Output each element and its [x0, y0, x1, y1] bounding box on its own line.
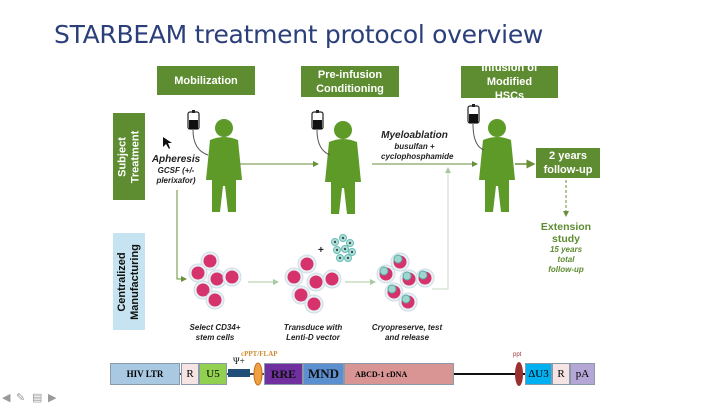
segment-u5: U5: [199, 363, 227, 385]
iv-bag-icon: [467, 103, 480, 124]
segment-mnd: MND: [303, 363, 344, 385]
stem-cells-icon: [188, 251, 242, 310]
iv-bag-icon: [311, 109, 324, 130]
arrow-right-icon[interactable]: ▶: [48, 392, 57, 404]
segment-du3: ΔU3: [525, 363, 552, 385]
segment-abcd1: ABCD-1 cDNA: [344, 363, 454, 385]
followup-box: 2 years follow-up: [536, 148, 600, 178]
row-subject-treatment: Subject Treatment: [113, 113, 145, 200]
segment-r2: R: [552, 363, 570, 385]
patient-figure-icon: [206, 119, 242, 212]
psi-label: Ψ+: [233, 356, 245, 366]
step-select: Select CD34+ stem cells: [189, 323, 241, 342]
ppt-element: [515, 362, 523, 386]
phase-preinfusion: Pre-infusion Conditioning: [301, 66, 399, 97]
pen-icon[interactable]: ✎: [16, 392, 26, 404]
patient-figure-icon: [479, 119, 515, 212]
transduce-cells-icon: +: [284, 234, 356, 314]
segment-rre: RRE: [264, 363, 303, 385]
segment-r: R: [181, 363, 199, 385]
svg-text:+: +: [318, 245, 324, 256]
patient-figure-icon: [325, 121, 361, 214]
slide-title: STARBEAM treatment protocol overview: [54, 20, 544, 49]
iv-bag-icon: [187, 109, 200, 130]
segment-hiv-ltr: HIV LTR: [110, 363, 180, 385]
row-manufacturing: Centralized Manufacturing: [113, 233, 145, 330]
psi-element: [228, 369, 250, 377]
ppt-label: ppt: [513, 352, 522, 358]
cppt-label: cPPT/FLAP: [241, 350, 278, 358]
segment-pa: pA: [570, 363, 595, 385]
transduced-cells-icon: [376, 252, 435, 312]
mouse-cursor-icon: [163, 137, 172, 149]
step-cryopreserve: Cryopreserve, test and release: [371, 323, 443, 342]
step-transduce: Transduce with Lenti-D vector: [283, 323, 343, 342]
menu-icon[interactable]: ▤: [32, 392, 43, 404]
phase-mobilization: Mobilization: [157, 66, 255, 95]
cppt-flap-element: [253, 362, 263, 386]
arrow-left-icon[interactable]: ◀: [2, 392, 11, 404]
phase-infusion: Infusion of Modified HSCs: [461, 62, 558, 102]
